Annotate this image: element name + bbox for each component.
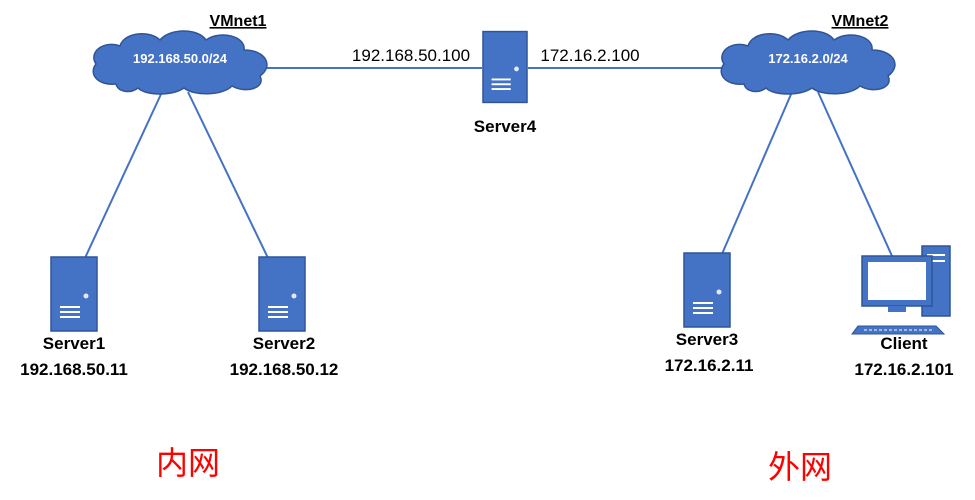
node-server3: Server3 172.16.2.11 [665, 252, 754, 375]
server2-name: Server2 [253, 334, 315, 353]
server4-name: Server4 [474, 117, 537, 136]
zone-inner-label: 内网 [156, 444, 220, 482]
server4-ip-left: 192.168.50.100 [352, 46, 470, 65]
server1-ip: 192.168.50.11 [20, 360, 128, 379]
server4-ip-right: 172.16.2.100 [540, 46, 639, 65]
zone-outer-label: 外网 [768, 448, 832, 486]
cloud-vmnet1: 192.168.50.0/24 VMnet1 [92, 13, 268, 95]
node-server1: Server1 192.168.50.11 [20, 256, 128, 379]
server-icon [482, 30, 528, 104]
link-vmnet2-server3 [721, 91, 793, 255]
server3-name: Server3 [676, 330, 738, 349]
link-vmnet1-server1 [84, 91, 163, 259]
server-icon [258, 256, 306, 332]
client-ip: 172.16.2.101 [854, 360, 953, 379]
link-vmnet2-client [817, 91, 893, 257]
node-client: Client 172.16.2.101 [851, 245, 954, 379]
cloud-vmnet2: 172.16.2.0/24 VMnet2 [720, 13, 896, 95]
client-name: Client [880, 334, 928, 353]
vmnet2-subnet: 172.16.2.0/24 [768, 51, 848, 66]
vmnet2-name: VMnet2 [832, 13, 889, 30]
desktop-computer-icon [851, 245, 951, 335]
links [84, 67, 893, 259]
node-server2: Server2 192.168.50.12 [230, 256, 339, 379]
server-icon [50, 256, 98, 332]
server-icon [683, 252, 731, 328]
link-vmnet1-server2 [187, 91, 269, 259]
vmnet1-name: VMnet1 [210, 13, 267, 30]
server1-name: Server1 [43, 334, 105, 353]
vmnet1-subnet: 192.168.50.0/24 [133, 51, 228, 66]
server2-ip: 192.168.50.12 [230, 360, 339, 379]
node-server4: Server4 192.168.50.100 172.16.2.100 [352, 30, 640, 136]
server3-ip: 172.16.2.11 [665, 356, 754, 375]
